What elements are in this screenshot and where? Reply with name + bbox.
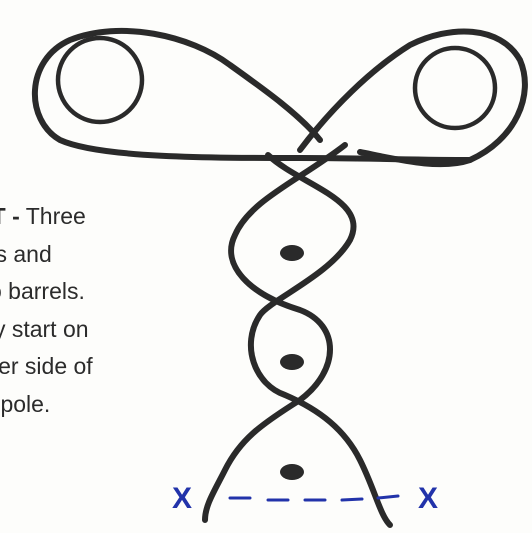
caption-line-6: first pole. <box>0 386 170 424</box>
stem-strand-a <box>251 155 390 525</box>
caption-line-3: two barrels. <box>0 273 170 311</box>
caption-line-1-text: Three <box>20 203 86 229</box>
left-x-marker: X <box>172 482 192 515</box>
pole-dot-3 <box>280 464 304 480</box>
caption-text: Flag T - Three poles and two barrels. Ma… <box>0 198 170 423</box>
pole-dot-1 <box>280 245 304 261</box>
pole-dot-2 <box>280 354 304 370</box>
caption-title: Flag T - <box>0 203 20 229</box>
stem-strand-b <box>205 145 345 520</box>
right-loop-path <box>300 31 525 164</box>
right-x-marker: X <box>418 482 438 515</box>
left-barrel-circle <box>58 38 142 122</box>
caption-line-4: May start on <box>0 311 170 349</box>
caption-line-5: either side of <box>0 348 170 386</box>
caption-line-1: Flag T - Three <box>0 198 170 236</box>
right-barrel-circle <box>415 48 495 128</box>
caption-line-2: poles and <box>0 236 170 274</box>
